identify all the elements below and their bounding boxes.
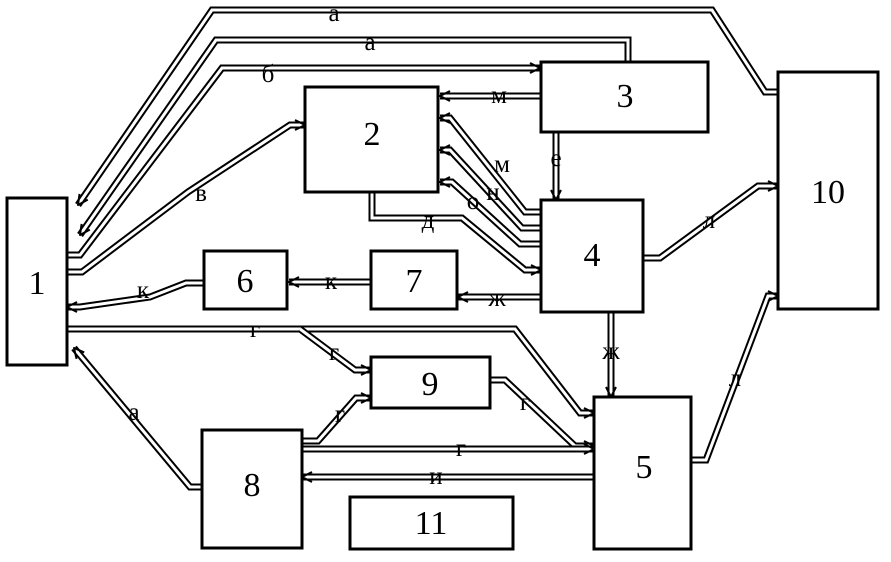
link-n-4-to-2 xyxy=(440,150,541,232)
label-d-2-4: д xyxy=(422,207,435,234)
label-zh-4-7: ж xyxy=(487,285,506,312)
link-g-1-to-9 xyxy=(297,326,371,370)
block-3-label: 3 xyxy=(617,78,634,115)
block-1-label: 1 xyxy=(29,265,46,302)
label-g-8-5: г xyxy=(456,435,466,462)
label-l-5-10: л xyxy=(729,365,741,392)
blocks: 1 2 3 4 5 6 7 8 xyxy=(5,60,880,551)
block-1: 1 xyxy=(5,196,69,367)
label-g-1-5: г xyxy=(250,316,260,343)
connections xyxy=(67,6,778,491)
link-v-1-to-2 xyxy=(68,125,305,276)
block-5-label: 5 xyxy=(636,449,653,486)
block-3: 3 xyxy=(539,60,710,134)
block-9: 9 xyxy=(369,355,492,410)
label-zh-4-5: ж xyxy=(601,338,620,365)
link-o-4-to-2 xyxy=(440,182,541,248)
block-6-label: 6 xyxy=(237,263,254,300)
label-k-7-6: к xyxy=(325,268,338,295)
label-k-6-1: к xyxy=(137,277,150,304)
block-2-label: 2 xyxy=(364,116,381,153)
link-a-10-to-1 xyxy=(75,6,778,207)
label-e-3-4: е xyxy=(550,145,561,172)
block-7: 7 xyxy=(369,249,459,311)
block-2: 2 xyxy=(303,85,440,194)
label-l-4-10: л xyxy=(703,207,715,234)
block-8-label: 8 xyxy=(244,467,261,504)
link-labels: а а б в к к м е м н о д ж л ж г г г г г … xyxy=(128,0,741,490)
block-4: 4 xyxy=(539,198,645,314)
block-11-label: 11 xyxy=(415,505,448,542)
label-m-4-2: м xyxy=(494,151,510,178)
label-a-10-1: а xyxy=(328,0,339,27)
block-9-label: 9 xyxy=(422,366,439,403)
label-v-1-2: в xyxy=(195,180,207,207)
link-m-4-to-2 xyxy=(440,118,541,216)
block-11: 11 xyxy=(348,495,515,551)
link-a-8-to-1 xyxy=(71,345,202,491)
link-l-5-to-10 xyxy=(691,296,778,464)
link-l-4-to-10 xyxy=(643,186,778,262)
block-7-label: 7 xyxy=(406,263,423,300)
label-b-1-3: б xyxy=(262,61,275,88)
block-8: 8 xyxy=(200,428,304,550)
label-g-8-9: г xyxy=(335,401,345,428)
label-i-5-8: и xyxy=(429,463,442,490)
link-b-1-to-3 xyxy=(68,68,540,259)
link-g-8-to-9 xyxy=(302,398,371,445)
link-k-6-to-1 xyxy=(67,279,204,307)
label-g-1-9: г xyxy=(329,339,339,366)
label-o-4-2: о xyxy=(467,188,480,215)
label-a-3-1: а xyxy=(364,29,375,56)
block-10: 10 xyxy=(776,70,880,311)
label-m-3-2: м xyxy=(491,82,507,109)
block-5: 5 xyxy=(592,395,693,551)
label-g-9-5: г xyxy=(520,389,530,416)
link-g-1-to-5 xyxy=(68,325,594,413)
label-n-4-2: н xyxy=(486,179,499,206)
block-4-label: 4 xyxy=(584,237,601,274)
label-a-8-1: а xyxy=(128,399,139,426)
block-10-label: 10 xyxy=(811,174,845,211)
link-d-2-to-4 xyxy=(368,192,541,270)
link-a-3-to-1 xyxy=(77,36,632,238)
block-6: 6 xyxy=(202,249,289,311)
